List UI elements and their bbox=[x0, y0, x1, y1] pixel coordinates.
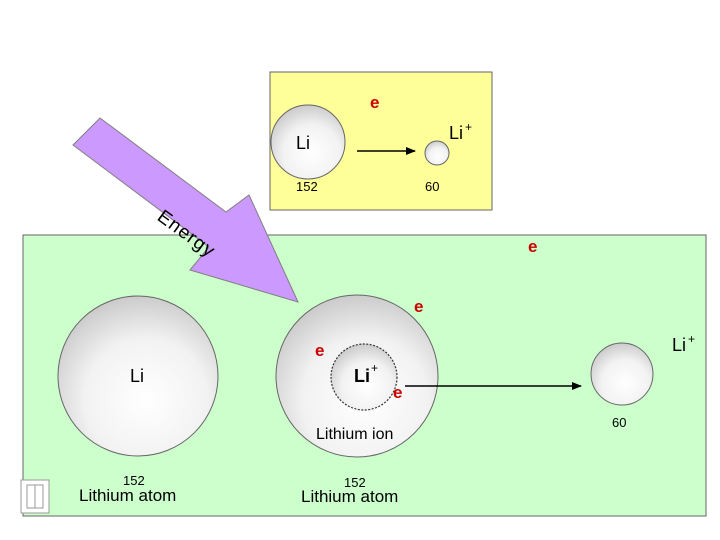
center-atom-caption: Lithium atom bbox=[301, 487, 399, 506]
top-atom-label: Li bbox=[296, 133, 311, 153]
right-ion-charge: + bbox=[688, 332, 696, 346]
bottom-ion-right bbox=[590, 342, 654, 406]
center-ion-caption: Lithium ion bbox=[316, 426, 394, 443]
bottom-atom-left bbox=[57, 295, 219, 457]
slide-nav-icon[interactable] bbox=[20, 479, 50, 514]
top-ion-label: Li bbox=[449, 123, 464, 143]
center-atom-radius: 152 bbox=[344, 475, 366, 490]
center-ion-charge: + bbox=[371, 361, 379, 375]
left-atom-radius: 152 bbox=[123, 473, 145, 488]
bottom-electron-label: e bbox=[414, 297, 424, 316]
top-atom-radius: 152 bbox=[296, 179, 318, 194]
top-ion-li bbox=[424, 140, 450, 166]
bottom-electron-label: e bbox=[528, 237, 538, 256]
left-atom-label: Li bbox=[130, 366, 145, 386]
energy-arrow bbox=[72, 117, 299, 303]
right-ion-radius: 60 bbox=[612, 415, 627, 430]
right-ion-label: Li bbox=[672, 335, 687, 355]
left-atom-caption: Lithium atom bbox=[79, 486, 177, 505]
top-ion-charge: + bbox=[465, 120, 473, 134]
top-atom-li bbox=[270, 104, 346, 180]
top-ion-radius: 60 bbox=[425, 179, 440, 194]
center-ion-label: Li bbox=[354, 366, 370, 386]
bottom-electron-label: e bbox=[315, 341, 325, 360]
center-ion-core bbox=[330, 343, 398, 411]
top-electron-label: e bbox=[370, 93, 380, 112]
bottom-electron-label: e bbox=[393, 383, 403, 402]
